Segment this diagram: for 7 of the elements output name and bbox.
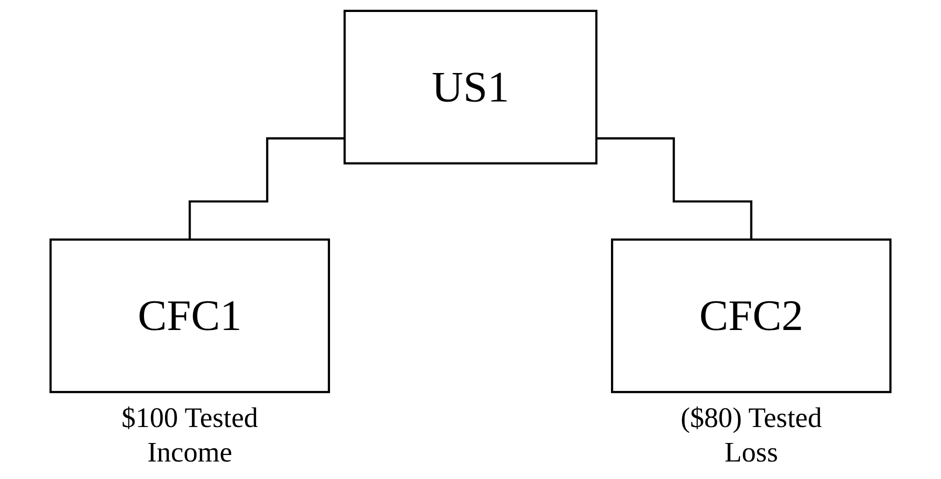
entity-box: US1	[344, 10, 598, 164]
connector	[188, 137, 345, 241]
node-caption: ($80) Tested Loss	[680, 402, 822, 469]
entity-box: CFC1	[49, 238, 330, 394]
entity-box: CFC2	[610, 238, 892, 394]
node-caption: $100 Tested Income	[121, 402, 258, 469]
connector	[596, 137, 752, 241]
